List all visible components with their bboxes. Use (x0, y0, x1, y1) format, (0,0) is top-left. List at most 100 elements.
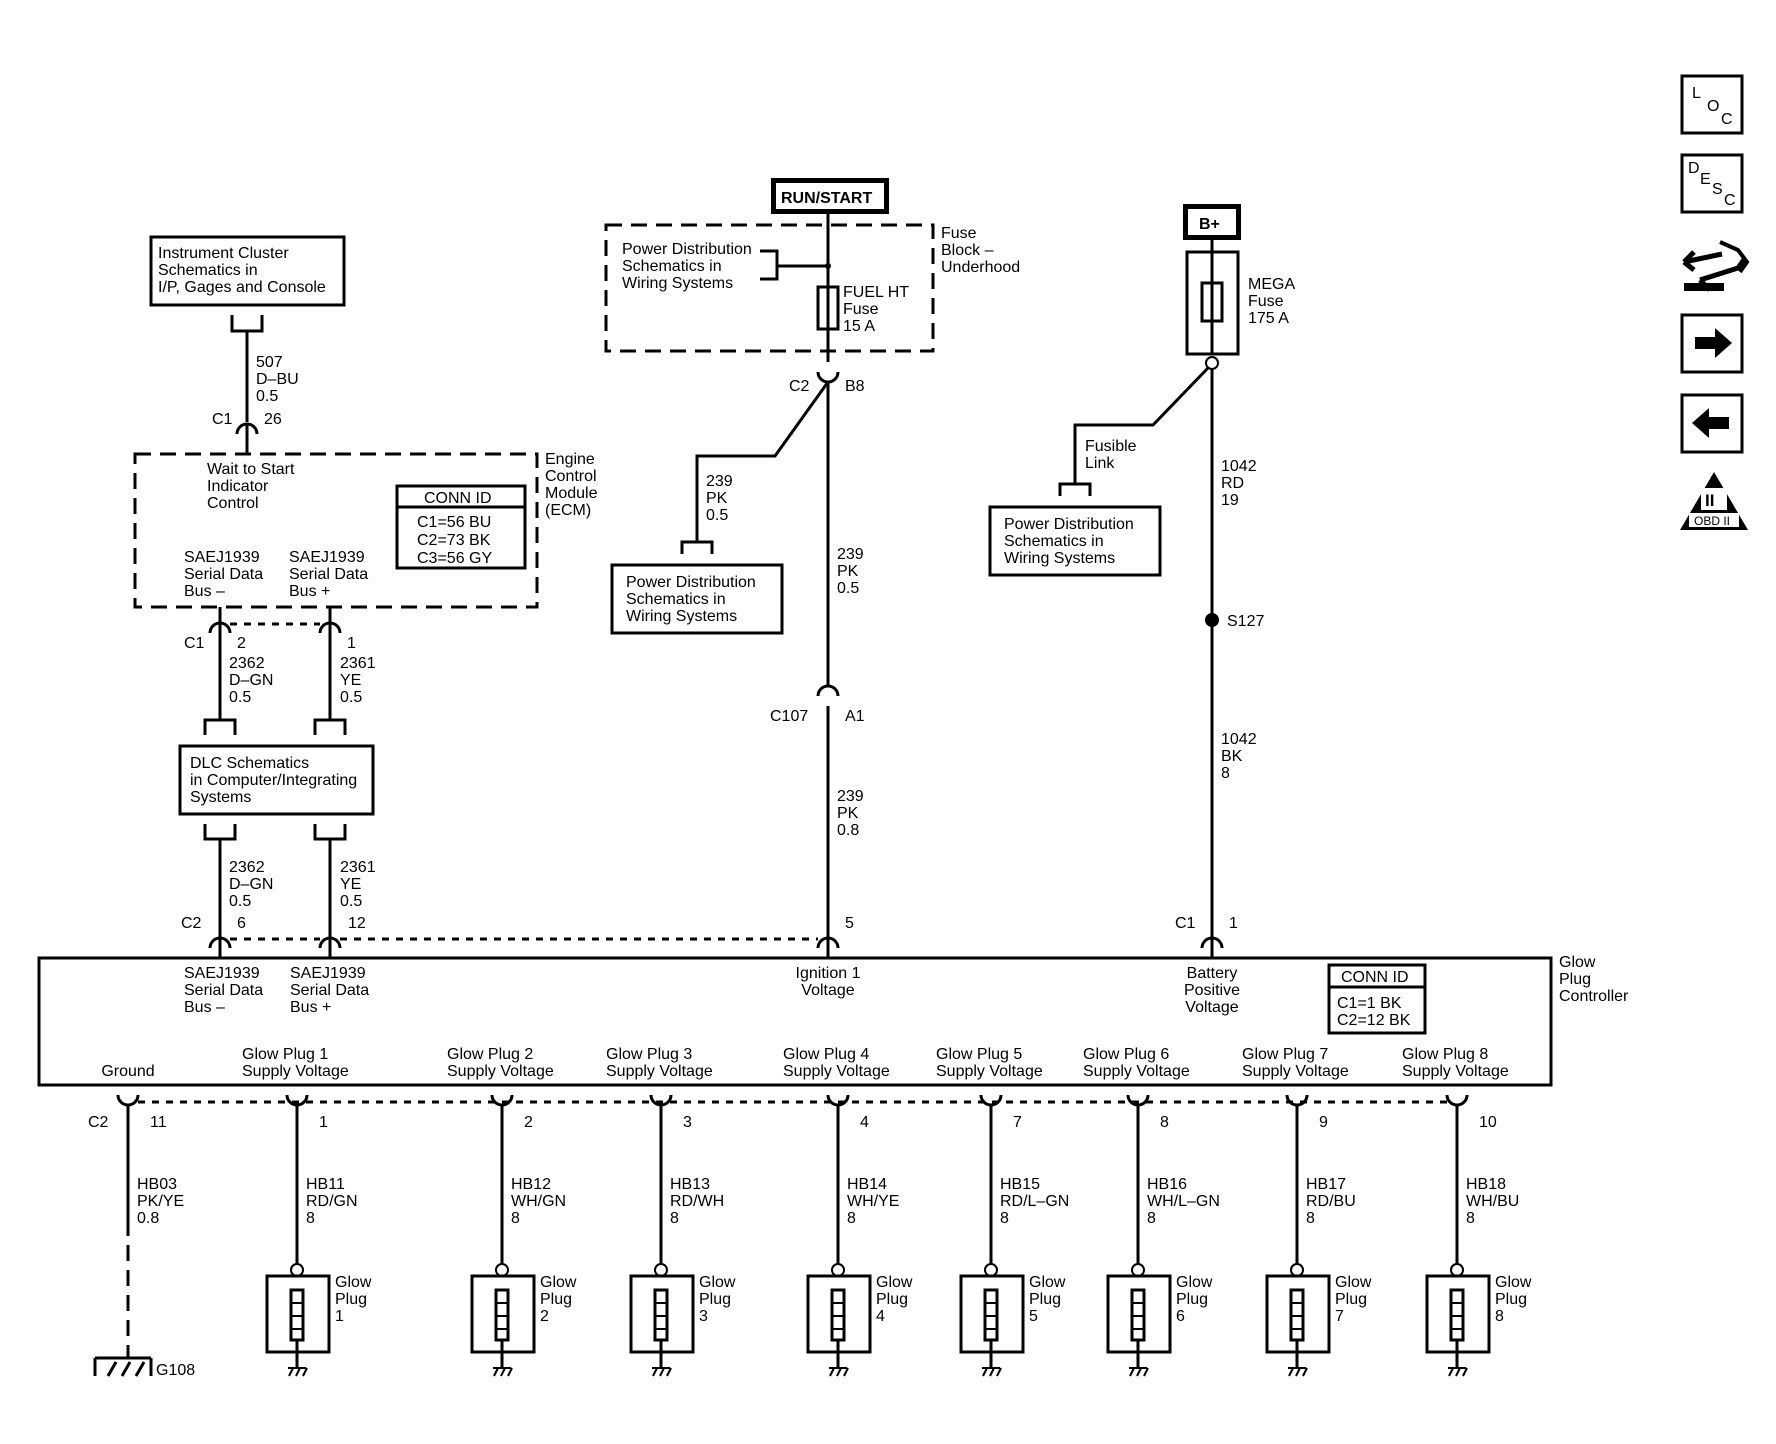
connector-tool-outline (1719, 240, 1750, 274)
dlc-ref-box[interactable] (178, 744, 375, 816)
glow-plug-7-wire-size: 8 (1306, 1210, 1315, 1227)
glow-plug-7-label-3: 7 (1335, 1308, 1344, 1325)
glow-plug-3-ground-symbol (652, 1367, 672, 1377)
chassis-ground-symbol (93, 1356, 153, 1377)
ecm-conn-id-2: C2=73 BK (417, 532, 491, 549)
glow-plug-1-wire-color: RD/GN (306, 1193, 358, 1210)
glow-plug-8-function-label-2: Supply Voltage (1402, 1063, 1509, 1080)
glow-plug-8-wire-circuit: HB18 (1466, 1176, 1506, 1193)
gpc-label-1: Glow (1559, 954, 1596, 971)
fusible-link-bracket (1058, 482, 1092, 496)
gpc-battery-3: Voltage (1185, 999, 1238, 1016)
ground-wire-size: 0.8 (137, 1210, 159, 1227)
glow-plug-5-label-3: 5 (1029, 1308, 1038, 1325)
desc-icon-letter-c: C (1724, 192, 1736, 209)
c107-pin-a1: A1 (845, 708, 865, 725)
ecm-conn-id-1: C1=56 BU (417, 514, 491, 531)
glow-plug-1-pin: 1 (319, 1114, 328, 1131)
glow-plug-1-label-3: 1 (335, 1308, 344, 1325)
mega-fuse-label-3: 175 A (1248, 310, 1289, 327)
gpc-c1-pin1-connector (1200, 936, 1224, 949)
wait-to-start-2: Indicator (207, 478, 269, 495)
glow-plug-3-wire-circuit: HB13 (670, 1176, 710, 1193)
fuse-block-junction (825, 263, 831, 269)
glow-plug-7-function-label-1: Glow Plug 7 (1242, 1046, 1328, 1063)
glow-plug-5-label-1: Glow (1029, 1274, 1066, 1291)
pd-ref-box-battery[interactable] (988, 505, 1162, 577)
mega-fuse-label-2: Fuse (1248, 293, 1284, 310)
glow-plug-8-label-2: Plug (1495, 1291, 1527, 1308)
gpc-battery-1: Battery (1187, 965, 1238, 982)
wire-1042-lower-size: 8 (1221, 765, 1230, 782)
dlc-bracket-top-plus (313, 718, 347, 735)
glow-plug-2-function-label-1: Glow Plug 2 (447, 1046, 533, 1063)
glow-plug-6-wire-size: 8 (1147, 1210, 1156, 1227)
connector-tool-icon[interactable] (1682, 240, 1750, 292)
ecm-dashed-box (133, 452, 539, 609)
gpc-ignition-2: Voltage (801, 982, 854, 999)
glow-plug-4-wire-color: WH/YE (847, 1193, 899, 1210)
glow-plug-2-connector (490, 1094, 514, 1107)
obd-ii-icon[interactable]: II OBD II (1680, 472, 1748, 530)
instrument-cluster-ref-box[interactable] (149, 235, 346, 307)
ground-connector (116, 1094, 140, 1107)
glow-plug-7-connector (1285, 1094, 1309, 1107)
glow-plug-3-label-3: 3 (699, 1308, 708, 1325)
wire-2361-lower-size: 0.5 (340, 893, 362, 910)
glow-plug-4-label-3: 4 (876, 1308, 885, 1325)
glow-plug-3-pin: 3 (683, 1114, 692, 1131)
glow-plug-4-connector (826, 1094, 850, 1107)
ecm-bus-minus-2: Serial Data (184, 566, 263, 583)
glow-plug-7-terminal (1290, 1263, 1304, 1277)
instrument-cluster-ref-line3: I/P, Gages and Console (158, 279, 326, 296)
fusible-link-label-1: Fusible (1085, 438, 1137, 455)
desc-icon[interactable]: D E S C (1680, 153, 1744, 214)
wire-1042-upper-size: 19 (1221, 492, 1239, 509)
glow-plug-6-function-label-2: Supply Voltage (1083, 1063, 1190, 1080)
wire-239-main-lower-color: PK (837, 805, 859, 822)
wire-2362-upper-circuit: 2362 (229, 655, 265, 672)
wire-2362-lower-size: 0.5 (229, 893, 251, 910)
glow-plug-5-function-label-2: Supply Voltage (936, 1063, 1043, 1080)
glow-plug-4-wire-size: 8 (847, 1210, 856, 1227)
obd-badge-mark: II (1705, 491, 1714, 510)
glow-plug-1-terminal (290, 1263, 304, 1277)
gpc-bus-plus-3: Bus + (290, 999, 331, 1016)
glow-plug-4-ground-symbol (829, 1367, 849, 1377)
glow-plug-controller-box (37, 956, 1553, 1087)
fuel-ht-fuse-label-2: Fuse (843, 301, 879, 318)
b-plus-label: B+ (1199, 216, 1220, 233)
glow-plug-7-wire-color: RD/BU (1306, 1193, 1356, 1210)
loc-icon[interactable]: L O C (1680, 74, 1744, 135)
splice-s127 (1205, 613, 1219, 627)
gpc-bus-plus-2: Serial Data (290, 982, 369, 999)
gpc-conn-id-title: CONN ID (1341, 969, 1409, 986)
wire-2362-lower-color: D–GN (229, 876, 273, 893)
glow-plug-5-wire-size: 8 (1000, 1210, 1009, 1227)
ecm-conn-id-box (395, 484, 527, 570)
fuse-block-b8-label: B8 (845, 378, 865, 395)
gpc-ignition-1: Ignition 1 (796, 965, 861, 982)
ground-pin: 11 (150, 1114, 167, 1131)
ecm-bus-plus-2: Serial Data (289, 566, 368, 583)
forward-arrow-icon[interactable] (1680, 313, 1744, 374)
wire-1042-lower-color: BK (1221, 748, 1243, 765)
pd-ref-ignition-1: Power Distribution (626, 574, 756, 591)
gpc-pin-5: 5 (845, 915, 854, 932)
glow-plug-6-label-2: Plug (1176, 1291, 1208, 1308)
loc-icon-letter-c: C (1721, 111, 1733, 128)
ecm-pin-2: 2 (237, 635, 246, 652)
ecm-bus-minus-1: SAEJ1939 (184, 549, 260, 566)
back-arrow-icon[interactable] (1680, 393, 1744, 454)
fuse-block-label-2: Block – (941, 242, 994, 259)
glow-plug-7-label-1: Glow (1335, 1274, 1372, 1291)
pd-branch-bracket (680, 540, 714, 554)
pd-ref-box-ignition[interactable] (610, 563, 784, 635)
glow-plug-3-label-2: Plug (699, 1291, 731, 1308)
glow-plug-3-label-1: Glow (699, 1274, 736, 1291)
loc-icon-frame (1680, 74, 1744, 135)
glow-plug-1-label-2: Plug (335, 1291, 367, 1308)
wire-2361-upper-circuit: 2361 (340, 655, 376, 672)
obd-label: OBD II (1694, 514, 1730, 528)
